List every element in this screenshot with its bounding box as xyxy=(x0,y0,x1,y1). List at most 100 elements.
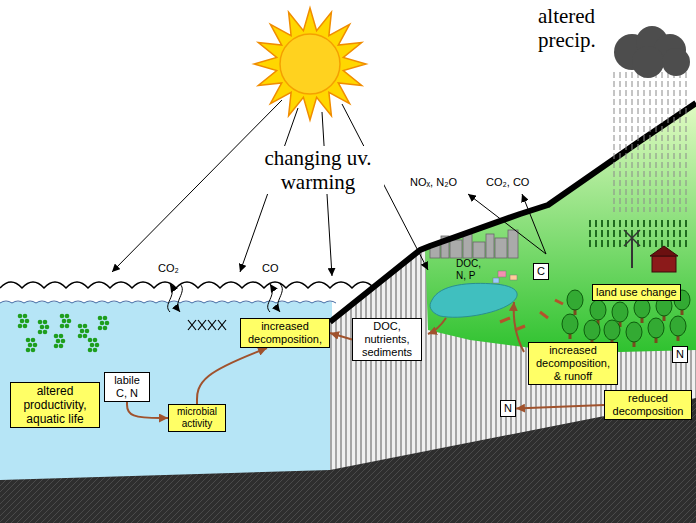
flow-arrow xyxy=(197,348,267,404)
phytoplankton xyxy=(105,321,110,326)
lake-label: DOC, N, P xyxy=(456,258,490,281)
node-text: land use change xyxy=(596,286,677,299)
crop-row xyxy=(589,220,591,227)
effect-box: altered productivity, aquatic life xyxy=(10,382,100,428)
node-text: C xyxy=(537,265,545,278)
gas-label: CO xyxy=(262,262,279,275)
gas-label: CO₂ xyxy=(158,262,179,275)
phytoplankton xyxy=(43,320,48,325)
climate-label: altered precip. xyxy=(538,4,620,52)
phytoplankton xyxy=(95,343,100,348)
zooplankton xyxy=(198,320,206,330)
crop-row xyxy=(607,230,609,237)
rain-line xyxy=(656,72,657,212)
crop-row xyxy=(589,240,591,247)
crop-row xyxy=(679,240,681,247)
phytoplankton xyxy=(93,348,98,353)
rain-line xyxy=(614,72,615,212)
wave-line xyxy=(0,282,374,288)
flow-arrow xyxy=(127,402,168,418)
tree-crown xyxy=(562,314,578,334)
phytoplankton xyxy=(65,324,70,329)
zooplankton xyxy=(208,320,216,330)
phytoplankton xyxy=(26,338,31,343)
ocean-water xyxy=(0,302,332,482)
crop-row xyxy=(673,220,675,227)
crop-row xyxy=(619,240,621,247)
emission-arrow xyxy=(468,194,546,254)
element-box: N xyxy=(672,346,688,363)
phytoplankton xyxy=(31,338,36,343)
city-building xyxy=(450,240,462,258)
crop-row xyxy=(613,220,615,227)
crop-row xyxy=(619,230,621,237)
phytoplankton xyxy=(103,316,108,321)
log-debris xyxy=(540,312,548,318)
crop-row xyxy=(685,230,687,237)
log-debris xyxy=(555,300,563,304)
phytoplankton xyxy=(98,316,103,321)
crop-row xyxy=(679,230,681,237)
phytoplankton xyxy=(67,319,72,324)
city-building xyxy=(495,238,507,258)
phytoplankton xyxy=(90,343,95,348)
crop-row xyxy=(643,230,645,237)
rain-line xyxy=(626,72,627,212)
log-debris xyxy=(500,318,510,322)
city-building xyxy=(473,242,485,258)
process-box: microbial activity xyxy=(168,404,226,432)
crop-row xyxy=(649,220,651,227)
material-box: labile C, N xyxy=(104,372,150,402)
crop-row xyxy=(601,230,603,237)
crop-row xyxy=(601,240,603,247)
node-text: DOC, nutrients, sediments xyxy=(356,320,418,359)
phytoplankton xyxy=(18,324,23,329)
phytoplankton xyxy=(78,334,83,339)
phytoplankton xyxy=(65,314,70,319)
node-text: N xyxy=(504,402,512,415)
phytoplankton xyxy=(25,319,30,324)
node-text: reduced decomposition xyxy=(608,392,688,418)
process-box: land use change xyxy=(592,284,681,301)
ocean-surface xyxy=(0,301,336,303)
crop-row xyxy=(637,220,639,227)
city-building xyxy=(508,230,518,258)
phytoplankton xyxy=(59,334,64,339)
phytoplankton xyxy=(60,314,65,319)
gas-label: NOₓ, N₂O xyxy=(410,176,457,189)
crop-row xyxy=(649,230,651,237)
crop-row xyxy=(595,240,597,247)
rain-line xyxy=(638,72,639,212)
phytoplankton xyxy=(54,334,59,339)
sun-disc xyxy=(280,34,340,94)
phytoplankton xyxy=(85,329,90,334)
phytoplankton xyxy=(93,338,98,343)
tree-crown xyxy=(590,300,606,320)
crop-row xyxy=(607,240,609,247)
crop-row xyxy=(643,220,645,227)
tree-crown xyxy=(584,320,600,340)
emission-arrow xyxy=(522,194,546,254)
tree-crown xyxy=(612,302,628,322)
phytoplankton xyxy=(33,343,38,348)
tree-crown xyxy=(567,290,583,310)
process-box: increased decomposition, xyxy=(240,318,330,348)
crop-row xyxy=(613,230,615,237)
gas-exchange-arrow xyxy=(268,284,273,312)
rain-line xyxy=(644,72,645,212)
phytoplankton xyxy=(45,325,50,330)
phytoplankton xyxy=(54,344,59,349)
tree-crown xyxy=(670,316,686,336)
crop-row xyxy=(667,220,669,227)
phytoplankton xyxy=(83,324,88,329)
crop-row xyxy=(655,220,657,227)
rain-line xyxy=(650,72,651,212)
tree-crown xyxy=(604,320,620,340)
town-house xyxy=(510,275,517,280)
bedrock xyxy=(0,398,696,523)
crop-row xyxy=(661,230,663,237)
tree-crown xyxy=(634,298,650,318)
crop-row xyxy=(679,220,681,227)
crop-row xyxy=(625,220,627,227)
